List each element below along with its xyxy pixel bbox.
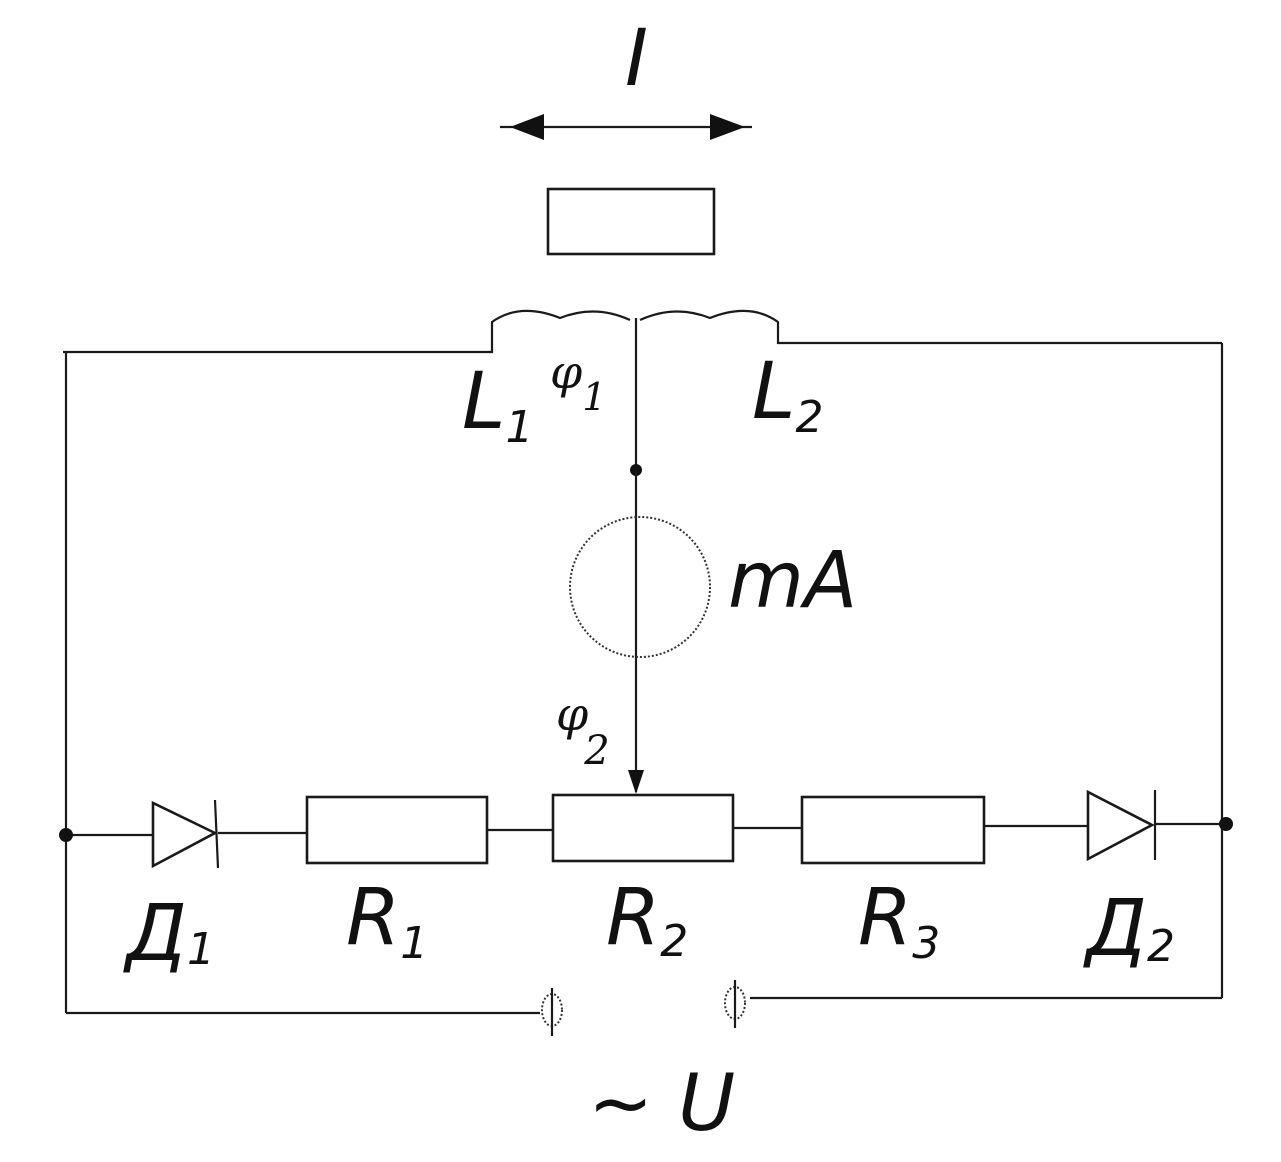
supply-label: ~ U xyxy=(588,1059,735,1149)
meter-label: mA xyxy=(728,536,857,626)
current-label: I xyxy=(625,14,648,104)
supply-wires xyxy=(66,996,1222,1015)
resistor-r1-label: R1 xyxy=(346,873,428,969)
resistor-r2-label: R2 xyxy=(606,873,688,967)
arrow-head-left xyxy=(510,114,544,140)
diode-d1 xyxy=(151,799,220,869)
resistor-r1 xyxy=(305,795,489,865)
resistor-r2 xyxy=(551,793,735,863)
coil-l2-wire xyxy=(639,309,1222,345)
coil-assembly xyxy=(63,309,1222,470)
terminal-left xyxy=(541,988,563,1036)
arrow-head-right xyxy=(710,114,745,140)
diode-d2-label: Д2 xyxy=(1083,884,1175,974)
terminal-right xyxy=(724,980,746,1028)
resistor-r3 xyxy=(800,795,986,865)
bottom-chain xyxy=(66,822,1222,837)
resistor-r3-label: R3 xyxy=(858,873,940,969)
current-arrow xyxy=(500,114,752,140)
coil-l1-wire xyxy=(63,309,631,354)
coil-l2-label: L2 xyxy=(752,347,823,443)
diode-d2 xyxy=(1086,789,1157,862)
coil-l1-label: L1 xyxy=(462,357,533,453)
slider-arrow xyxy=(628,770,644,794)
node-left xyxy=(59,828,73,842)
core-block xyxy=(546,187,716,256)
milliammeter xyxy=(569,516,711,658)
node-right xyxy=(1219,817,1233,831)
diode-d1-label: Д1 xyxy=(123,889,215,979)
phi1-label: φ1 xyxy=(550,345,606,419)
